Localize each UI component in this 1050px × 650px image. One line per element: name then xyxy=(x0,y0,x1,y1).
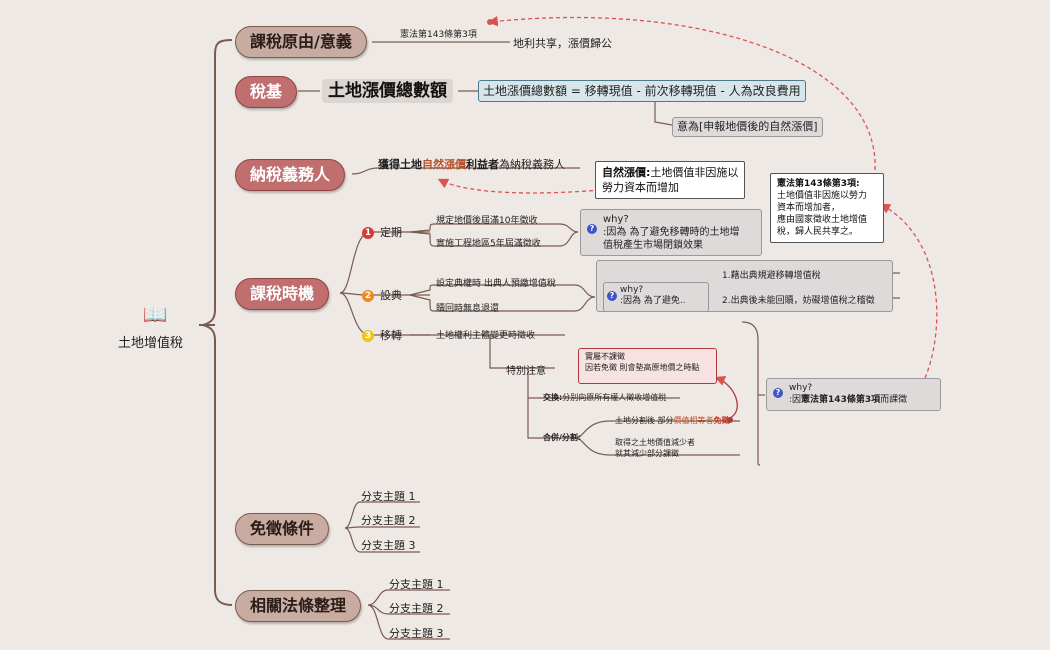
constitution-branch-label[interactable]: 憲法第143條第3項 xyxy=(400,30,477,40)
exempt-subtopic-2[interactable]: 分支主題 2 xyxy=(361,514,416,527)
formula-box[interactable]: 土地漲價總數額 = 移轉現值 - 前次移轉現值 - 人為改良費用 xyxy=(478,80,806,102)
payer-highlight: 自然漲價 xyxy=(422,158,466,171)
law-subtopic-3[interactable]: 分支主題 3 xyxy=(389,627,444,640)
topic-reason[interactable]: 課稅原由/意義 xyxy=(235,26,367,58)
fixed-why-line: :因為 為了避免移轉時的土地增 xyxy=(603,227,740,238)
number-one-icon: 1 xyxy=(362,227,374,239)
constitution-note-title: 憲法第143條第3項: xyxy=(777,179,860,189)
pledge-why-box[interactable]: ? why? :因為 為了避免.. xyxy=(603,282,709,312)
transfer-why-post: 而課徵 xyxy=(880,395,908,405)
natural-increase-def-line2: 勞力資本而增加 xyxy=(602,181,679,194)
natural-increase-def-title: 自然漲價: xyxy=(602,166,651,179)
transfer-why-bold: 憲法第143條第3項 xyxy=(801,395,881,405)
topic-related-laws[interactable]: 相關法條整理 xyxy=(235,590,362,622)
pledge-reason-1[interactable]: 1.藉出典規避移轉增值稅 xyxy=(722,271,821,281)
callout-not-taxed[interactable]: 實屬不課徵 因若免徵 則會墊高原地價之時點 xyxy=(578,348,717,384)
number-two-icon: 2 xyxy=(362,290,374,302)
callout-line: 實屬不課徵 xyxy=(585,352,625,361)
book-icon: 📖 xyxy=(142,302,168,326)
transfer-why-pre: :因 xyxy=(789,395,802,405)
law-subtopic-2[interactable]: 分支主題 2 xyxy=(389,602,444,615)
timing-transfer[interactable]: 3 移轉 xyxy=(362,327,402,343)
payer-statement[interactable]: 獲得土地自然漲價利益者為納稅義務人 xyxy=(378,156,565,172)
merge-item1-highlight: 價值相等者 xyxy=(673,416,714,425)
exchange-label: 交換: xyxy=(543,393,563,402)
exempt-subtopic-3[interactable]: 分支主題 3 xyxy=(361,539,416,552)
callout-line: 因若免徵 則會墊高原地價之時點 xyxy=(585,363,700,372)
merge-item-decreased-value[interactable]: 取得之土地價值減少者 就其減少部分課徵 xyxy=(615,437,695,459)
transfer-why-title: why? xyxy=(789,383,813,393)
natural-increase-def-line1: 土地價值非因施以 xyxy=(650,166,739,179)
merge-split-node[interactable]: 合併/分割: xyxy=(543,433,582,442)
natural-increase-definition[interactable]: 自然漲價:土地價值非因施以 勞力資本而增加 xyxy=(595,161,746,199)
fixed-why-box[interactable]: ? why? :因為 為了避免移轉時的土地增 值稅產生市場閉鎖效果 xyxy=(580,209,762,256)
fixed-item-5-years[interactable]: 實施工程地區5年屆滿徵收 xyxy=(436,239,541,249)
constitution-note[interactable]: 憲法第143條第3項: 土地價值非因施以勞力 資本而增加者， 應由國家徵收土地增… xyxy=(770,173,884,243)
merge-item1-pre: 土地分割後 部分 xyxy=(615,416,674,425)
merge-item2-line: 就其減少部分課徵 xyxy=(615,449,679,458)
timing-fixed[interactable]: 1 定期 xyxy=(362,224,402,240)
natural-increase-note[interactable]: 意為[申報地價後的自然漲價] xyxy=(672,117,823,137)
payer-post: 為納稅義務人 xyxy=(499,158,565,171)
pledge-why-title: why? xyxy=(620,285,644,295)
merge-item1-exempt: 免徵 xyxy=(713,416,730,425)
timing-pledge-label: 設典 xyxy=(380,289,402,302)
root-topic[interactable]: 土地增值稅 xyxy=(118,336,184,351)
topic-tax-base[interactable]: 稅基 xyxy=(235,76,298,108)
transfer-why-box[interactable]: ? why? :因憲法第143條第3項而課徵 xyxy=(766,378,941,411)
merge-item-equal-value[interactable]: 土地分割後 部分價值相等者免徵 xyxy=(615,415,730,426)
law-subtopic-1[interactable]: 分支主題 1 xyxy=(389,578,444,591)
land-increment-total-node[interactable]: 土地漲價總數額 xyxy=(322,79,453,103)
pledge-why-text: :因為 為了避免.. xyxy=(620,296,686,306)
exempt-subtopic-1[interactable]: 分支主題 1 xyxy=(361,490,416,503)
pledge-item-refund[interactable]: 贖回時無息退還 xyxy=(436,304,500,314)
timing-fixed-label: 定期 xyxy=(380,226,402,239)
question-icon: ? xyxy=(773,388,783,398)
timing-pledge[interactable]: 2 設典 xyxy=(362,287,402,303)
land-benefit-shared-node[interactable]: 地利共享，漲價歸公 xyxy=(513,37,612,50)
payer-bold: 利益者 xyxy=(466,158,499,171)
timing-transfer-label: 移轉 xyxy=(380,329,402,342)
merge-item2-line: 取得之土地價值減少者 xyxy=(615,438,695,447)
constitution-note-line: 資本而增加者， xyxy=(777,203,841,213)
special-note-node[interactable]: 特別注意 xyxy=(506,366,546,377)
fixed-item-10-years[interactable]: 規定地價後屆滿10年徵收 xyxy=(436,216,538,226)
pledge-reason-2[interactable]: 2.出典後未能回贖，妨礙增值稅之稽徵 xyxy=(722,296,875,306)
pledge-item-prepay[interactable]: 設定典權時 出典人預繳增值稅 xyxy=(436,279,556,289)
question-icon: ? xyxy=(607,291,617,301)
constitution-note-line: 土地價值非因施以勞力 xyxy=(777,191,868,201)
question-icon: ? xyxy=(587,224,597,234)
topic-exemption[interactable]: 免徵條件 xyxy=(235,513,330,545)
constitution-note-line: 應由國家徵收土地增值 xyxy=(777,215,868,225)
fixed-why-title: why? xyxy=(603,214,629,225)
payer-pre: 獲得土地 xyxy=(378,158,422,171)
constitution-note-line: 稅，歸人民共享之。 xyxy=(777,227,859,237)
topic-taxpayer[interactable]: 納稅義務人 xyxy=(235,159,346,191)
number-three-icon: 3 xyxy=(362,330,374,342)
fixed-why-line: 值稅產生市場閉鎖效果 xyxy=(603,240,703,251)
topic-timing[interactable]: 課稅時機 xyxy=(235,278,330,310)
exchange-text: 分別向原所有權人徵收增值稅 xyxy=(562,393,667,402)
exchange-node[interactable]: 交換:分別向原所有權人徵收增值稅 xyxy=(543,392,666,403)
transfer-item-owner-change[interactable]: 土地權利主體變更時徵收 xyxy=(436,331,536,341)
